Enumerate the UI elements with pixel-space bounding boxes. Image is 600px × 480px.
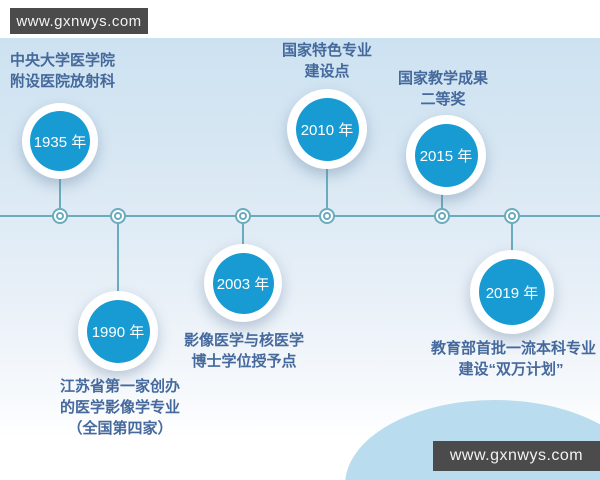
milestone-2010-label-line1: 国家特色专业 bbox=[281, 42, 372, 59]
milestone-1990-year: 1990 年 bbox=[86, 299, 150, 363]
milestone-1990-circle: 1990 年 bbox=[78, 291, 158, 371]
milestone-2019-label-line1: 教育部首批一流本科专业 bbox=[431, 340, 597, 357]
milestone-2010-node bbox=[319, 208, 335, 224]
milestone-2019-label: 教育部首批一流本科专业 建设“双万计划” bbox=[431, 338, 597, 380]
milestone-2003-label-line1: 影像医学与核医学 bbox=[183, 332, 304, 349]
milestone-2003-node-inner bbox=[239, 212, 247, 220]
milestone-2015-node bbox=[434, 208, 450, 224]
milestone-2015-label: 国家教学成果 二等奖 bbox=[383, 68, 503, 110]
milestone-2019-node-inner bbox=[508, 212, 516, 220]
milestone-2010-label-line2: 建设点 bbox=[304, 63, 350, 80]
milestone-1990-node bbox=[110, 208, 126, 224]
milestone-1935-label-line1: 中央大学医学院 bbox=[10, 52, 116, 69]
milestone-2015-label-line2: 二等奖 bbox=[420, 91, 466, 108]
milestone-1990-connector bbox=[117, 224, 119, 291]
milestone-2015-connector bbox=[441, 194, 443, 208]
milestone-1935-connector bbox=[59, 178, 61, 208]
milestone-1990-label-line2: 的医学影像学专业 bbox=[59, 399, 180, 416]
milestone-2015-circle: 2015 年 bbox=[406, 115, 486, 195]
milestone-1990-label: 江苏省第一家创办 的医学影像学专业 （全国第四家） bbox=[50, 376, 190, 439]
watermark-bottom-text: www.gxnwys.com bbox=[449, 447, 584, 464]
milestone-2015-node-inner bbox=[438, 212, 446, 220]
milestone-2019-node bbox=[504, 208, 520, 224]
milestone-1990-node-inner bbox=[114, 212, 122, 220]
milestone-2010-year: 2010 年 bbox=[295, 97, 359, 161]
milestone-1935-year: 1935 年 bbox=[30, 111, 90, 171]
milestone-2003-label: 影像医学与核医学 博士学位授予点 bbox=[174, 330, 314, 372]
watermark-top-text: www.gxnwys.com bbox=[16, 12, 142, 30]
milestone-1935-circle: 1935 年 bbox=[22, 103, 98, 179]
timeline-axis bbox=[0, 215, 600, 217]
milestone-2019-year: 2019 年 bbox=[479, 259, 545, 325]
milestone-2010-node-inner bbox=[323, 212, 331, 220]
milestone-2010-label: 国家特色专业 建设点 bbox=[267, 40, 387, 82]
milestone-2003-circle: 2003 年 bbox=[204, 244, 282, 322]
milestone-1990-label-line3: （全国第四家） bbox=[67, 420, 173, 437]
milestone-1935-node bbox=[52, 208, 68, 224]
watermark-top: www.gxnwys.com bbox=[10, 8, 148, 34]
watermark-bottom: www.gxnwys.com bbox=[433, 441, 600, 471]
milestone-2003-year: 2003 年 bbox=[212, 252, 274, 314]
milestone-1990-label-line1: 江苏省第一家创办 bbox=[59, 378, 180, 395]
milestone-2019-label-line2: 建设“双万计划” bbox=[458, 361, 564, 378]
milestone-2003-connector bbox=[242, 224, 244, 245]
milestone-2003-node bbox=[235, 208, 251, 224]
milestone-2010-circle: 2010 年 bbox=[287, 89, 367, 169]
milestone-2015-year: 2015 年 bbox=[414, 123, 478, 187]
milestone-2019-connector bbox=[511, 224, 513, 250]
milestone-1935-label-line2: 附设医院放射科 bbox=[10, 73, 116, 90]
milestone-2003-label-line2: 博士学位授予点 bbox=[191, 353, 297, 370]
milestone-1935-label: 中央大学医学院 附设医院放射科 bbox=[10, 50, 160, 92]
milestone-2019-circle: 2019 年 bbox=[470, 250, 554, 334]
milestone-2015-label-line1: 国家教学成果 bbox=[397, 70, 488, 87]
milestone-1935-node-inner bbox=[56, 212, 64, 220]
milestone-2010-connector bbox=[326, 169, 328, 208]
